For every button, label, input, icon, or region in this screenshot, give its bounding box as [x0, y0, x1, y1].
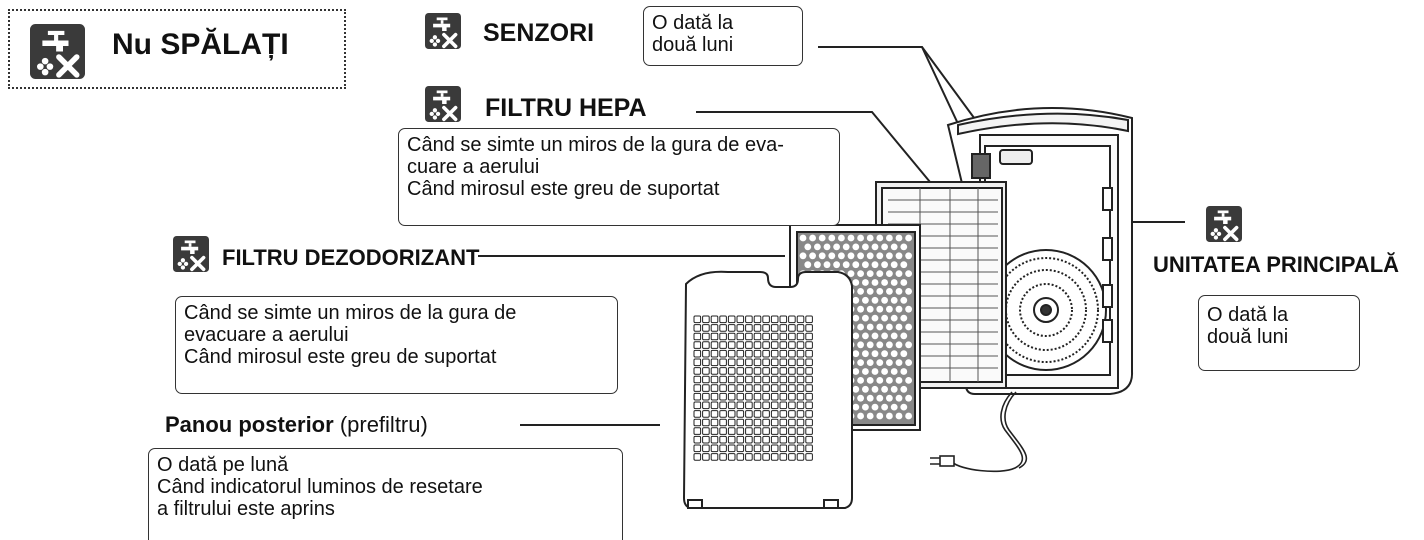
main-unit-frequency-line-1: O dată la	[1207, 304, 1289, 326]
main-unit-frequency-line-2: două luni	[1207, 326, 1289, 348]
hepa-notes-box: Când se simte un miros de la gura de eva…	[398, 128, 840, 226]
back-panel-note-line-1: O dată pe lună	[157, 454, 289, 476]
sensors-label: SENZORI	[483, 19, 595, 47]
main-unit-label: UNITATEA PRINCIPALĂ	[1153, 252, 1400, 277]
sensors-frequency-line-1: O dată la	[652, 12, 734, 34]
no-wash-icon	[425, 86, 461, 122]
no-wash-icon	[173, 236, 209, 272]
back-panel-label-group: Panou posterior (prefiltru)	[165, 412, 428, 438]
deodorizer-note-line-1: Când se simte un miros de la gura de	[184, 302, 517, 324]
hepa-filter-label: FILTRU HEPA	[485, 94, 647, 122]
back-panel-note-line-3: a filtrului este aprins	[157, 498, 335, 520]
sensors-frequency-line-2: două luni	[652, 34, 734, 56]
hepa-note-line-3: Când mirosul este greu de suportat	[407, 178, 720, 200]
deodorizer-notes-box: Când se simte un miros de la gura de eva…	[175, 296, 618, 394]
deodorizer-filter-label: FILTRU DEZODORIZANT	[222, 245, 480, 270]
main-unit-frequency-box: O dată la două luni	[1198, 295, 1360, 371]
back-panel-notes-box: O dată pe lună Când indicatorul luminos …	[148, 448, 623, 540]
back-panel-label-suffix: (prefiltru)	[339, 412, 428, 437]
back-panel-label: Panou posterior	[165, 412, 334, 437]
no-wash-icon	[425, 13, 461, 49]
legend-text: Nu SPĂLAȚI	[112, 28, 289, 61]
sensors-frequency-box: O dată la două luni	[643, 6, 803, 66]
no-wash-icon	[1206, 206, 1242, 242]
back-panel-note-line-2: Când indicatorul luminos de resetare	[157, 476, 483, 498]
hepa-note-line-1: Când se simte un miros de la gura de eva…	[407, 134, 784, 156]
deodorizer-note-line-2: evacuare a aerului	[184, 324, 349, 346]
hepa-note-line-2: cuare a aerului	[407, 156, 540, 178]
deodorizer-note-line-3: Când mirosul este greu de suportat	[184, 346, 497, 368]
legend-box	[8, 9, 346, 89]
